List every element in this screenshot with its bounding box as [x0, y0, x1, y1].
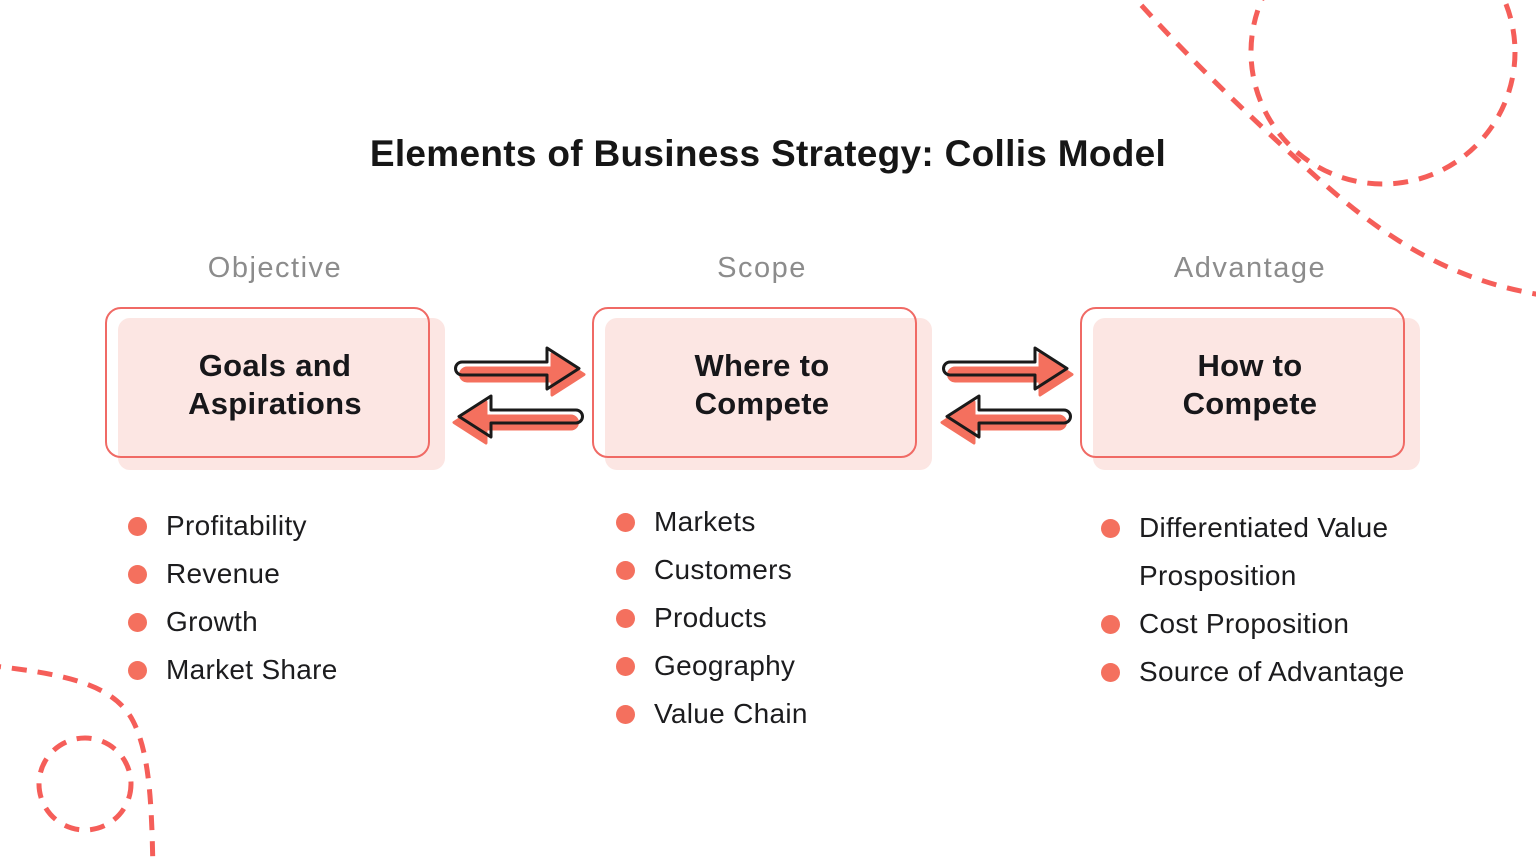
list-item-label: Growth [166, 606, 259, 637]
list-item: Growth [128, 598, 480, 646]
bullet-dot-icon [1101, 519, 1120, 538]
box-label-line: Aspirations [188, 385, 362, 421]
arrow-left-icon [940, 394, 1072, 445]
list-item-label: Geography [654, 650, 796, 681]
box-label-line: Goals and [198, 347, 352, 383]
bullet-dot-icon [1101, 615, 1120, 634]
box-how-to-compete: How to Compete [1080, 307, 1420, 470]
list-item: Products [616, 594, 968, 642]
page-title: Elements of Business Strategy: Collis Mo… [369, 133, 1167, 174]
dashed-swoosh-bottom-left-icon [0, 664, 156, 864]
box-goals-and-aspirations: Goals and Aspirations [105, 307, 445, 470]
box-shadow-fill [118, 318, 445, 470]
column-header-advantage: Advantage [1173, 252, 1327, 284]
list-item-label: Cost Proposition [1139, 608, 1350, 639]
bullet-dot-icon [128, 517, 147, 536]
advantage-list: Differentiated Value Prosposition Cost P… [1101, 504, 1453, 696]
bullet-dot-icon [616, 609, 635, 628]
bullet-dot-icon [616, 705, 635, 724]
list-item-label: Customers [654, 554, 793, 585]
box-label-line: Compete [694, 385, 830, 421]
list-item: Customers [616, 546, 968, 594]
box-outline [1080, 307, 1405, 458]
box-label-line: Where to [694, 347, 830, 383]
list-item: Differentiated Value Prosposition [1101, 504, 1453, 600]
list-item: Cost Proposition [1101, 600, 1453, 648]
objective-list: Profitability Revenue Growth Market Shar… [128, 502, 480, 694]
list-item: Revenue [128, 550, 480, 598]
box-label-line: How to [1197, 347, 1303, 383]
arrow-right-icon [454, 346, 586, 397]
scope-list: Markets Customers Products Geography Val… [616, 498, 968, 738]
list-item-label: Products [654, 602, 767, 633]
bullet-dot-icon [616, 513, 635, 532]
dashed-circle-bottom-left-icon [36, 735, 134, 833]
list-item: Market Share [128, 646, 480, 694]
list-item: Value Chain [616, 690, 968, 738]
bullet-dot-icon [128, 661, 147, 680]
list-item-label: Revenue [166, 558, 281, 589]
list-item-label: Market Share [166, 654, 338, 685]
bullet-dot-icon [1101, 663, 1120, 682]
arrow-right-icon [942, 346, 1074, 397]
list-item-label: Value Chain [654, 698, 808, 729]
box-shadow-fill [605, 318, 932, 470]
box-label-line: Compete [1182, 385, 1318, 421]
box-outline [105, 307, 430, 458]
bullet-dot-icon [128, 565, 147, 584]
list-item-label: Differentiated Value Prosposition [1139, 512, 1389, 591]
box-label: Where to Compete [592, 307, 932, 470]
list-item: Profitability [128, 502, 480, 550]
arrow-left-icon [452, 394, 584, 445]
box-shadow-fill [1093, 318, 1420, 470]
list-item-label: Source of Advantage [1139, 656, 1405, 687]
list-item: Geography [616, 642, 968, 690]
column-header-scope: Scope [717, 252, 807, 284]
list-item-label: Profitability [166, 510, 307, 541]
box-label: How to Compete [1080, 307, 1420, 470]
list-item: Source of Advantage [1101, 648, 1453, 696]
bullet-dot-icon [128, 613, 147, 632]
column-header-objective: Objective [207, 252, 343, 284]
list-item-label: Markets [654, 506, 756, 537]
bullet-dot-icon [616, 561, 635, 580]
bullet-dot-icon [616, 657, 635, 676]
box-outline [592, 307, 917, 458]
box-where-to-compete: Where to Compete [592, 307, 932, 470]
box-label: Goals and Aspirations [105, 307, 445, 470]
list-item: Markets [616, 498, 968, 546]
